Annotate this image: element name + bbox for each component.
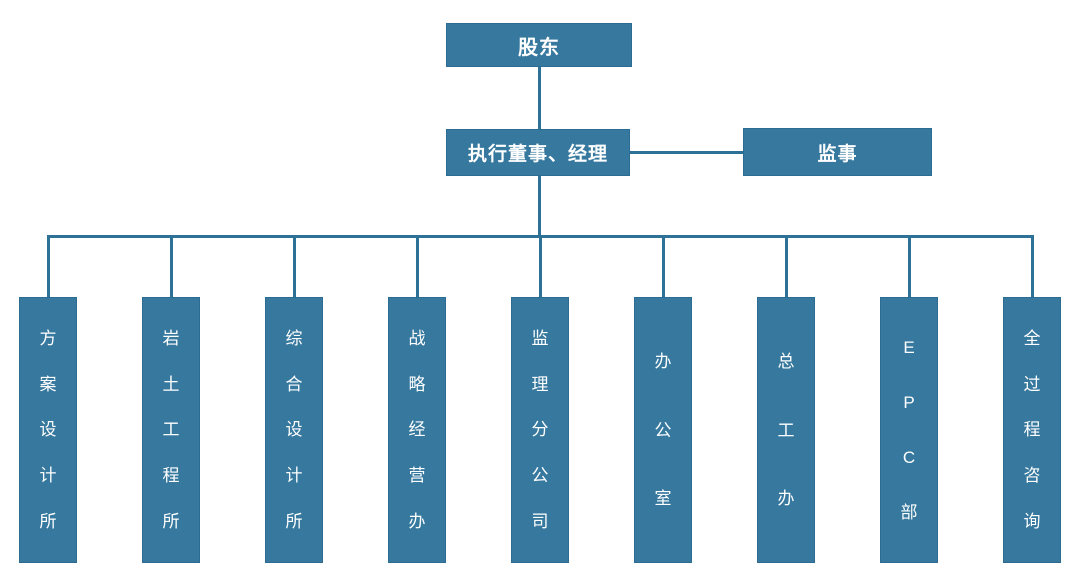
connector-drop xyxy=(1031,237,1034,297)
department-label-char: 计 xyxy=(39,466,57,486)
department-box-supervision-branch: 监理分公司 xyxy=(511,297,569,563)
department-label-char: 办 xyxy=(654,351,672,371)
department-label-char: 全 xyxy=(1023,328,1041,348)
node-shareholder-label: 股东 xyxy=(518,36,560,59)
department-label-char: 所 xyxy=(39,512,57,532)
department-label-char: 理 xyxy=(531,374,549,394)
connector-drop xyxy=(539,237,542,297)
department-label-char: 合 xyxy=(285,374,303,394)
department-label-char: 司 xyxy=(531,512,549,532)
connector-drop xyxy=(908,237,911,297)
department-label-char: 办 xyxy=(408,512,426,532)
department-label-char: 案 xyxy=(39,374,57,394)
department-label-char: P xyxy=(903,393,915,412)
department-label-char: 岩 xyxy=(162,328,180,348)
department-label-char: 工 xyxy=(162,420,180,440)
department-label-char: 公 xyxy=(531,466,549,486)
department-label-char: 经 xyxy=(408,420,426,440)
department-label-char: 所 xyxy=(285,512,303,532)
department-label-char: 询 xyxy=(1023,512,1041,532)
connector-executive-trunk xyxy=(538,176,541,235)
department-label-char: 咨 xyxy=(1023,466,1041,486)
department-label-char: 计 xyxy=(285,466,303,486)
department-label-char: 监 xyxy=(531,328,549,348)
department-label-char: 过 xyxy=(1023,374,1041,394)
department-box-admin-office: 办公室 xyxy=(634,297,692,563)
node-supervisor: 监事 xyxy=(743,128,932,176)
department-label-char: 工 xyxy=(777,420,795,440)
connector-shareholder-executive xyxy=(538,67,541,129)
connector-drop xyxy=(170,237,173,297)
department-label-char: 室 xyxy=(654,489,672,509)
department-label-char: 综 xyxy=(285,328,303,348)
department-label-char: 总 xyxy=(777,351,795,371)
department-label-char: 土 xyxy=(162,374,180,394)
department-label-char: 部 xyxy=(900,503,918,522)
node-shareholder: 股东 xyxy=(446,23,632,67)
node-supervisor-label: 监事 xyxy=(817,143,858,165)
department-label-char: 略 xyxy=(408,374,426,394)
node-executive-director-label: 执行董事、经理 xyxy=(467,144,608,165)
department-label-char: C xyxy=(902,448,916,467)
department-label-char: 分 xyxy=(531,420,549,440)
department-box-epc: E P C 部 xyxy=(880,297,938,563)
department-label-char: 方 xyxy=(39,328,57,348)
department-label-char: 办 xyxy=(777,489,795,509)
node-executive-director: 执行董事、经理 xyxy=(446,129,630,176)
department-box-general-design: 综合设计所 xyxy=(265,297,323,563)
department-box-plan-design: 方案设计所 xyxy=(19,297,77,563)
connector-drop xyxy=(662,237,665,297)
department-label-char: E xyxy=(903,338,915,357)
department-box-whole-process-consulting: 全过程咨询 xyxy=(1003,297,1061,563)
department-label-char: 所 xyxy=(162,512,180,532)
department-box-strategy-office: 战略经营办 xyxy=(388,297,446,563)
department-label-char: 公 xyxy=(654,420,672,440)
department-label-char: 战 xyxy=(408,328,426,348)
connector-drop xyxy=(47,237,50,297)
connector-drop xyxy=(293,237,296,297)
department-label-char: 营 xyxy=(408,466,426,486)
department-label-char: 设 xyxy=(39,420,57,440)
department-box-geotech: 岩土工程所 xyxy=(142,297,200,563)
department-label-char: 程 xyxy=(162,466,180,486)
connector-main-rail xyxy=(47,235,1034,238)
department-box-chief-engineer-office: 总工办 xyxy=(757,297,815,563)
connector-drop xyxy=(416,237,419,297)
department-label-char: 设 xyxy=(285,420,303,440)
connector-drop xyxy=(785,237,788,297)
connector-executive-supervisor xyxy=(630,151,743,154)
department-label-char: 程 xyxy=(1023,420,1041,440)
